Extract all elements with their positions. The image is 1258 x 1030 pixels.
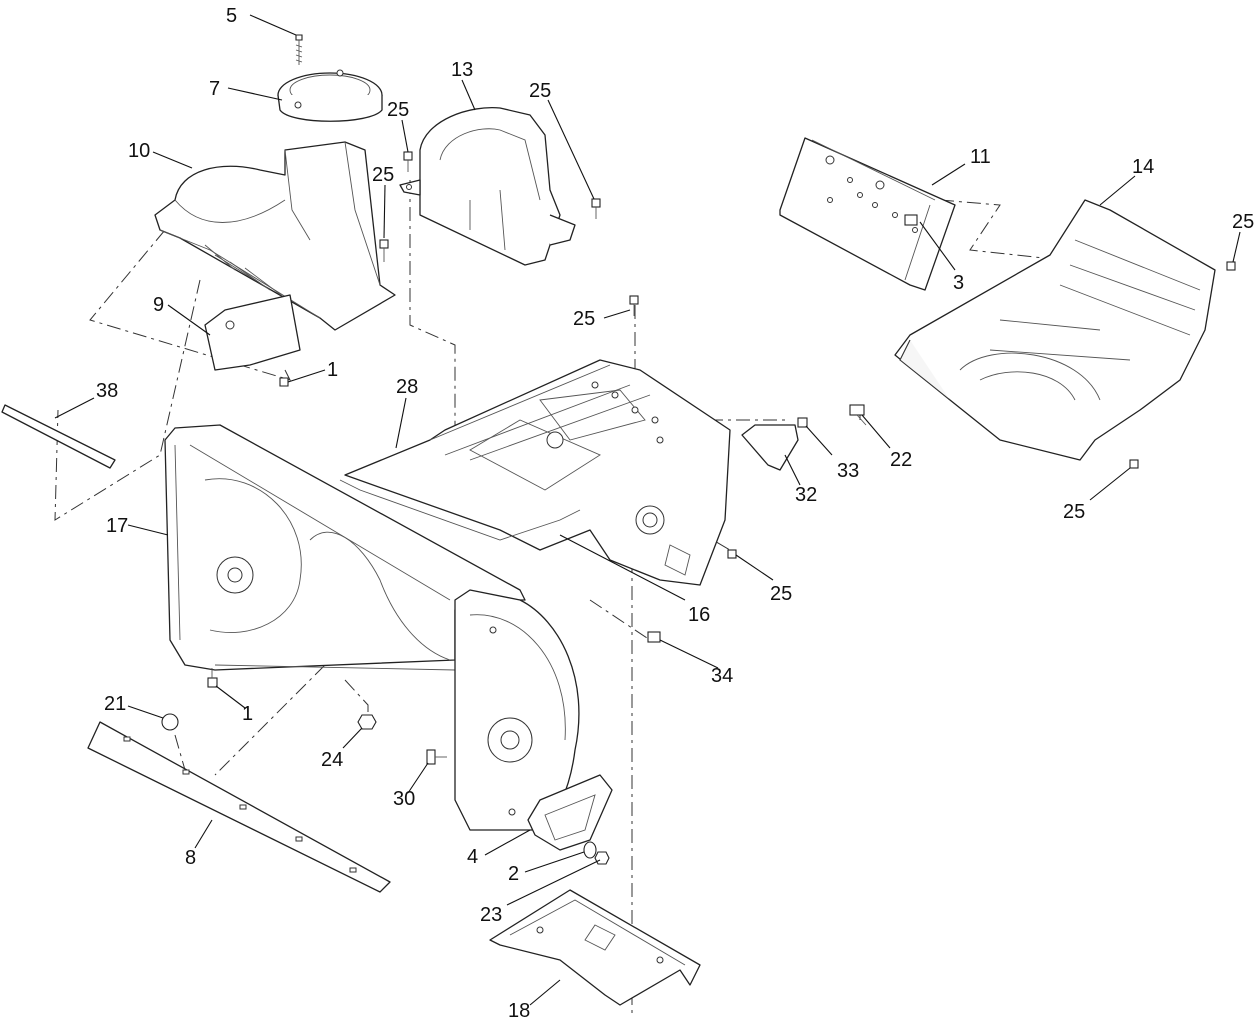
leader-lines	[54, 14, 1241, 1006]
part-30-bolt	[426, 749, 447, 765]
callout-4: 4	[467, 846, 478, 868]
callout-8: 8	[185, 847, 196, 869]
callout-25: 25	[387, 99, 409, 121]
part-22-bolt	[849, 404, 867, 426]
callout-34: 34	[711, 665, 733, 687]
callout-1: 1	[327, 359, 338, 381]
callout-21: 21	[104, 693, 126, 715]
part-2-washer	[583, 841, 597, 859]
part-8-scraper-blade	[87, 721, 391, 893]
part-24-nut	[357, 714, 377, 730]
part-10-chute	[154, 69, 396, 331]
callout-25: 25	[372, 164, 394, 186]
callout-5: 5	[226, 5, 237, 27]
callout-9: 9	[153, 294, 164, 316]
auger-housing-side-panel	[454, 589, 580, 831]
callout-25: 25	[1063, 501, 1085, 523]
callout-17: 17	[106, 515, 128, 537]
callout-28: 28	[396, 376, 418, 398]
part-28-frame	[339, 359, 731, 586]
callout-10: 10	[128, 140, 150, 162]
part-21-knob	[161, 713, 179, 731]
callout-25: 25	[770, 583, 792, 605]
callout-23: 23	[480, 904, 502, 926]
part-32-bracket	[741, 424, 799, 471]
callout-25: 25	[1232, 211, 1254, 233]
callout-14: 14	[1132, 156, 1154, 178]
part-17-auger-housing	[164, 424, 526, 671]
part-4-skid-shoe	[527, 774, 613, 851]
callout-22: 22	[890, 449, 912, 471]
part-5-screw	[295, 34, 303, 65]
callout-18: 18	[508, 1000, 530, 1022]
bolts-25-group	[379, 151, 1236, 559]
part-33-bolt	[797, 417, 808, 428]
callout-7: 7	[209, 78, 220, 100]
part-34-bolt	[647, 631, 661, 643]
callout-25: 25	[529, 80, 551, 102]
callout-1: 1	[242, 703, 253, 725]
part-38-strip	[1, 404, 116, 469]
callout-2: 2	[508, 863, 519, 885]
callout-24: 24	[321, 749, 343, 771]
part-23-nut	[594, 851, 610, 865]
callout-30: 30	[393, 788, 415, 810]
callout-labels: 5 7 10 9 1 13 25 25 25 25 25 25 25 11 3 …	[96, 5, 1254, 1022]
callout-33: 33	[837, 460, 859, 482]
part-1-bolt-lower	[207, 668, 218, 688]
part-13-cover	[399, 106, 576, 266]
part-14-housing	[894, 199, 1216, 461]
callout-32: 32	[795, 484, 817, 506]
part-18-bracket	[489, 889, 701, 1006]
part-11-plate	[779, 137, 956, 291]
callout-13: 13	[451, 59, 473, 81]
callout-25: 25	[573, 308, 595, 330]
callout-11: 11	[970, 146, 991, 168]
part-9-deflector	[204, 294, 301, 387]
callout-16: 16	[688, 604, 710, 626]
callout-38: 38	[96, 380, 118, 402]
callout-3: 3	[953, 272, 964, 294]
